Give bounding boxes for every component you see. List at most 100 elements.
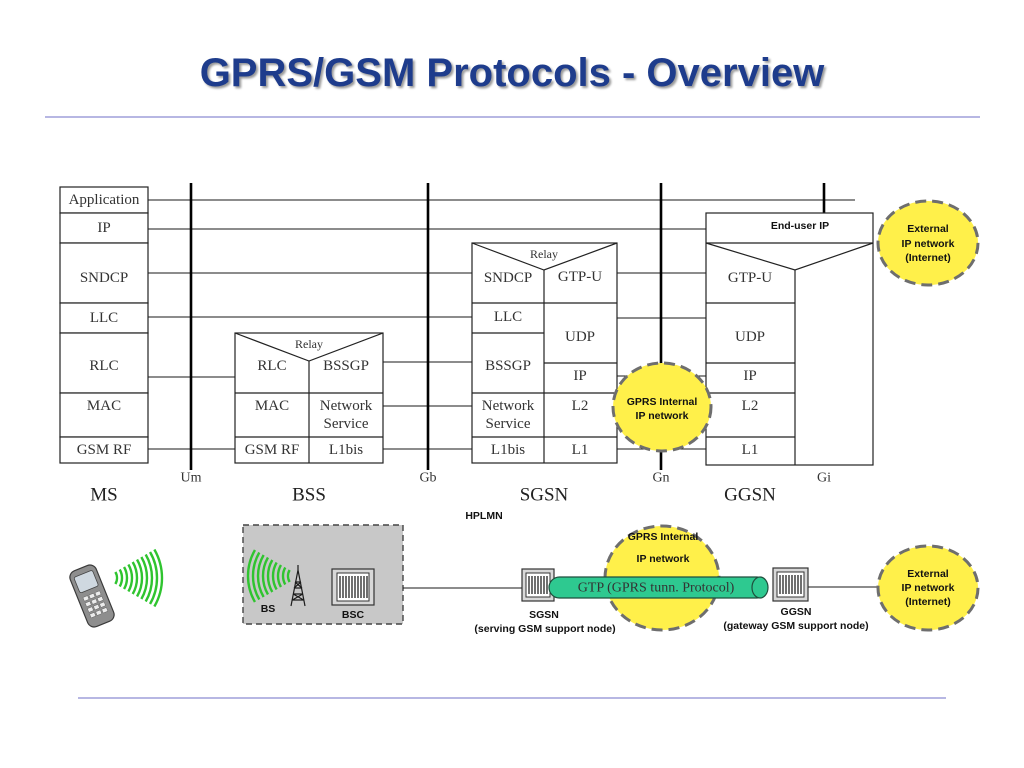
hplmn-label: HPLMN: [465, 510, 502, 522]
bsc-rack-icon: [331, 568, 375, 606]
signal-wave-arc: [118, 568, 124, 588]
sgsn-network-service-label-line1: Network: [482, 398, 535, 414]
sgsn-rack-icon: [521, 568, 555, 602]
bss-bssgp-label: BSSGP: [323, 358, 369, 374]
sgsn-rack-slots: [528, 576, 548, 594]
gtp-tunnel-cap: [751, 576, 769, 599]
bss-relay-label: Relay: [295, 337, 323, 351]
bss-site-panel: BS BSC: [242, 524, 404, 625]
gprs-internal-bottom-label-line1: GPRS Internal: [628, 531, 699, 543]
signal-wave-arc: [261, 556, 270, 596]
ggsn-l2-label: L2: [742, 398, 759, 414]
slide-title: GPRS/GSM Protocols - Overview: [199, 51, 825, 95]
external-ip-network-cloud-top: External IP network (Internet): [876, 199, 980, 287]
sgsn-l2-label: L2: [572, 398, 589, 414]
sgsn-name: SGSN: [520, 485, 569, 506]
ggsn-node-label: GGSN: [781, 606, 812, 618]
mobile-phone-icon: [69, 564, 115, 628]
interface-lines: Um Gb Gn Gi: [181, 183, 831, 486]
external-network-bottom-label-line2: IP network: [902, 582, 955, 594]
gprs-internal-label-line1: GPRS Internal: [627, 396, 698, 408]
ms-rlc-label: RLC: [89, 358, 118, 374]
ms-application-label: Application: [69, 192, 140, 208]
network-topology: HPLMN BS: [69, 510, 980, 635]
bss-mac-label: MAC: [255, 398, 289, 414]
gprs-internal-bottom-label-line2: IP network: [637, 553, 690, 565]
signal-wave-arc: [256, 554, 265, 598]
bss-protocol-stack: Relay RLC MAC GSM RF BSSGP Network Servi…: [234, 332, 384, 464]
signal-wave-arc: [276, 564, 283, 588]
ggsn-rack-slots: [779, 575, 802, 594]
signal-wave-arc: [281, 566, 287, 586]
ggsn-end-user-ip-label: End-user IP: [771, 220, 829, 232]
phone-screen: [73, 570, 99, 594]
external-ip-network-cloud-bottom: External IP network (Internet): [876, 544, 980, 632]
sgsn-network-service-label-line2: Service: [486, 416, 531, 432]
sgsn-ip-label: IP: [573, 368, 586, 384]
ms-gsm-rf-layer: [59, 436, 149, 464]
gn-interface-label: Gn: [652, 471, 669, 486]
gtp-tunnel: GTP (GPRS tunn. Protocol): [548, 576, 769, 599]
gi-interface-label: Gi: [817, 471, 831, 486]
ggsn-stack-frame: [705, 212, 874, 466]
bss-gsm-rf-label: GSM RF: [245, 442, 300, 458]
signal-wave-arc: [127, 563, 134, 593]
sgsn-gtp-u-label: GTP-U: [558, 269, 602, 285]
signal-wave-arc: [131, 561, 139, 595]
sgsn-l1bis-label: L1bis: [491, 442, 525, 458]
signal-wave-arc: [246, 549, 257, 603]
bs-signal-waves-icon: [246, 549, 291, 603]
sgsn-llc-label: LLC: [494, 309, 522, 325]
sgsn-l1-label: L1: [572, 442, 589, 458]
gprs-internal-network-cloud-top: GPRS Internal IP network: [611, 361, 713, 453]
bss-rlc-label: RLC: [257, 358, 286, 374]
phone-signal-waves-icon: [114, 548, 164, 608]
ms-rlc-layer: [59, 332, 149, 394]
signal-wave-arc: [144, 553, 154, 603]
signal-wave-arc: [153, 548, 164, 608]
bss-network-service-label-line2: Service: [324, 416, 369, 432]
external-network-label-line2: IP network: [902, 238, 955, 250]
sgsn-bssgp-label: BSSGP: [485, 358, 531, 374]
gtp-tunnel-label: GTP (GPRS tunn. Protocol): [578, 581, 735, 596]
gprs-internal-network-ellipse: [611, 361, 713, 453]
signal-wave-arc: [148, 551, 159, 605]
bss-site-box: [242, 524, 404, 625]
external-network-ellipse-bottom: [876, 544, 980, 632]
bsc-rack-slots: [339, 576, 368, 598]
ggsn-rack-icon: [772, 567, 809, 602]
sgsn-node-label: SGSN: [529, 609, 559, 621]
ms-mac-layer: [59, 392, 149, 438]
ggsn-rack-panel: [776, 571, 805, 598]
signal-wave-arc: [114, 571, 119, 585]
ggsn-udp-label: UDP: [735, 329, 765, 345]
ms-ip-layer: [59, 212, 149, 244]
sgsn-node-description: (serving GSM support node): [474, 623, 615, 635]
signal-wave-arc: [122, 566, 129, 590]
bs-label: BS: [261, 603, 276, 615]
ggsn-l1-label: L1: [742, 442, 759, 458]
ms-llc-layer: [59, 302, 149, 334]
tower-lattice: [290, 569, 306, 607]
bss-network-service-label-line1: Network: [320, 398, 373, 414]
bsc-label: BSC: [342, 609, 365, 621]
ms-llc-label: LLC: [90, 310, 118, 326]
ms-protocol-stack: Application IP SNDCP LLC RLC MAC GSM RF: [59, 186, 149, 464]
sgsn-udp-label: UDP: [565, 329, 595, 345]
external-network-label-line3: (Internet): [905, 252, 951, 264]
external-network-bottom-label-line3: (Internet): [905, 596, 951, 608]
bss-l1bis-label: L1bis: [329, 442, 363, 458]
sgsn-sndcp-label: SNDCP: [484, 270, 532, 286]
ms-name: MS: [90, 485, 117, 506]
ggsn-node-description: (gateway GSM support node): [723, 620, 868, 632]
signal-wave-arc: [251, 551, 261, 601]
ms-sndcp-label: SNDCP: [80, 270, 128, 286]
ms-application-layer: [59, 186, 149, 214]
node-names: MS BSS SGSN GGSN: [90, 485, 776, 506]
gprs-internal-label-line2: IP network: [636, 410, 689, 422]
ggsn-protocol-stack: End-user IP GTP-U UDP IP L2 L1: [705, 212, 874, 466]
signal-wave-arc: [135, 558, 144, 598]
um-interface-label: Um: [181, 471, 202, 486]
bss-name: BSS: [292, 485, 326, 506]
